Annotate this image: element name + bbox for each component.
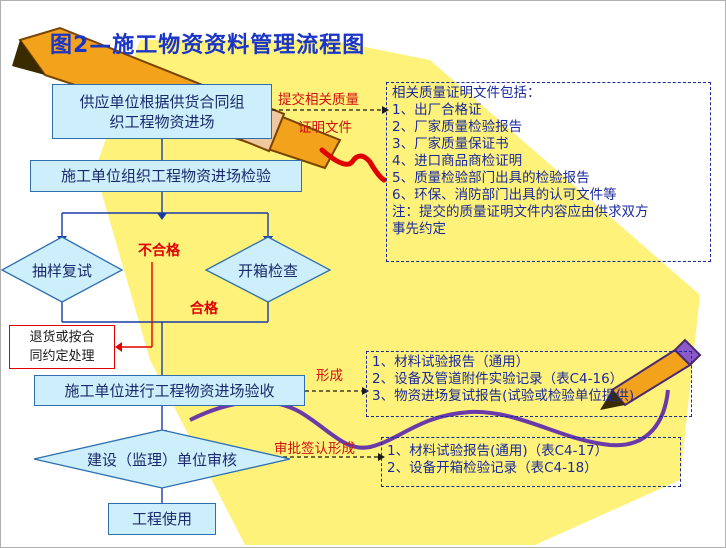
certificate-note-line: 6、环保、消防部门出具的认可文件等: [392, 187, 617, 203]
return-node-line1: 退货或按合: [29, 330, 95, 345]
sample-retest-label: 抽样复试: [31, 262, 92, 280]
certificate-note: 相关质量证明文件包括： 1、出厂合格证 2、厂家质量检验报告 3、厂家质量保证书…: [386, 82, 711, 262]
certificate-note-line: 事先约定: [392, 221, 446, 237]
certificate-note-line: 3、厂家质量保证书: [392, 136, 509, 152]
red-squiggle: [319, 147, 387, 183]
page-title: 图2—施工物资资料管理流程图: [50, 33, 366, 58]
supervision-diamond: [33, 429, 291, 489]
submit-quality-label: 提交相关质量: [278, 92, 359, 108]
approved-note-line: 2、设备开箱检验记录（表C4-18）: [387, 460, 598, 476]
use-node: 工程使用: [108, 503, 216, 535]
records-note: 1、材料试验报告（通用） 2、设备及管道附件实验记录（表C4-16） 3、物资进…: [366, 351, 692, 417]
certificate-note-line: 1、出厂合格证: [392, 102, 482, 118]
certificate-file-label: 证明文件: [298, 120, 352, 136]
acceptance-node: 施工单位进行工程物资进场验收: [34, 375, 305, 406]
purple-wave: [189, 389, 670, 450]
unpack-check-diamond: [204, 236, 332, 303]
supplier-node: 供应单位根据供货合同组 织工程物资进场: [52, 84, 272, 139]
approved-note: 1、材料试验报告(通用)（表C4-17） 2、设备开箱检验记录（表C4-18）: [381, 437, 681, 487]
certificate-note-line: 注：提交的质量证明文件内容应由供求双方: [392, 204, 649, 220]
sample-retest-diamond: [0, 236, 124, 303]
unpack-check-label: 开箱检查: [237, 262, 298, 280]
supervision-label: 建设（监理）单位审核: [86, 451, 237, 469]
small-pencil-icon: [600, 338, 702, 410]
return-node: 退货或按合 同约定处理: [9, 325, 115, 369]
records-note-line: 3、物资进场复试报告(试验或检验单位提供): [372, 388, 635, 404]
certificate-note-line: 5、质量检验部门出具的检验报告: [392, 170, 590, 186]
certificate-note-line: 2、厂家质量检验报告: [392, 119, 523, 135]
note-connectors: [262, 109, 382, 458]
form-label: 形成: [316, 368, 343, 384]
return-node-line2: 同约定处理: [29, 349, 95, 364]
records-note-line: 1、材料试验报告（通用）: [372, 354, 530, 370]
supplier-node-line1: 供应单位根据供货合同组: [79, 92, 245, 111]
rejection-connector: [122, 262, 153, 348]
records-note-line: 2、设备及管道附件实验记录（表C4-16）: [372, 371, 624, 387]
approved-note-line: 1、材料试验报告(通用)（表C4-17）: [387, 443, 609, 459]
unqualified-label: 不合格: [138, 243, 180, 259]
approve-form-label: 审批签认形成: [274, 441, 355, 457]
certificate-note-line: 相关质量证明文件包括：: [392, 85, 541, 101]
supplier-node-line2: 织工程物资进场: [109, 112, 215, 131]
construction-check-node: 施工单位组织工程物资进场检验: [30, 160, 302, 192]
certificate-note-line: 4、进口商品商检证明: [392, 153, 523, 169]
qualified-label: 合格: [190, 301, 218, 317]
